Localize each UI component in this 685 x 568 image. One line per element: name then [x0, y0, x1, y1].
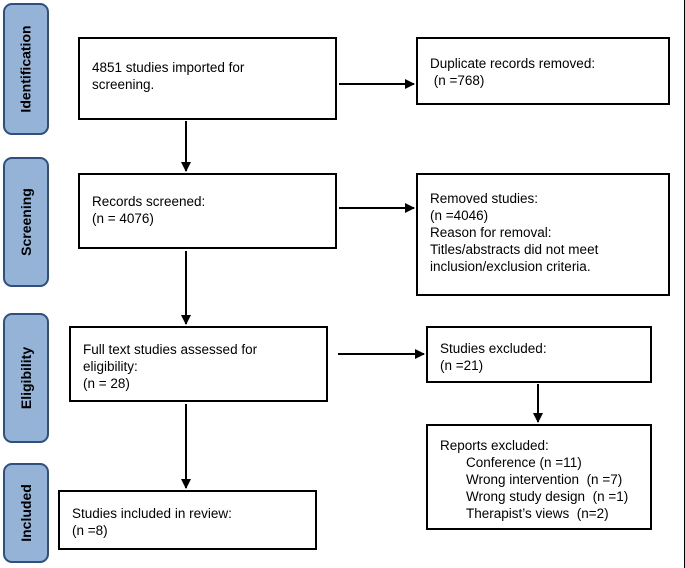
reports-excluded-item: Wrong intervention (n =7) [466, 472, 623, 487]
excluded-line: Studies excluded: [440, 341, 547, 356]
removed-line: Titles/abstracts did not meet [430, 242, 599, 257]
screened-line: (n = 4076) [92, 211, 154, 226]
included-line: Studies included in review: [72, 506, 232, 521]
screened-line: Records screened: [92, 194, 206, 209]
duplicates-line: (n =768) [430, 73, 485, 88]
removed-box: Removed studies: (n =4046) Reason for re… [416, 173, 670, 296]
reports-excluded-item: Therapist’s views (n=2) [466, 506, 609, 521]
removed-line: (n =4046) [430, 208, 489, 223]
fulltext-line: Full text studies assessed for [83, 342, 258, 357]
phase-included: Included [3, 463, 49, 563]
imported-box: 4851 studies imported for screening. [78, 37, 337, 120]
included-line: (n =8) [72, 523, 108, 538]
imported-line: 4851 studies imported for [92, 60, 245, 75]
fulltext-line: (n = 28) [83, 376, 130, 391]
reports-excluded-box: Reports excluded: Conference (n =11) Wro… [426, 424, 652, 530]
duplicates-line: Duplicate records removed: [430, 56, 596, 71]
screened-box: Records screened: (n = 4076) [78, 173, 337, 249]
included-box: Studies included in review: (n =8) [58, 490, 317, 550]
imported-line: screening. [92, 77, 155, 92]
excluded-line: (n =21) [440, 358, 484, 373]
reports-excluded-item: Conference (n =11) [466, 455, 582, 470]
reports-excluded-heading: Reports excluded: [440, 438, 549, 453]
phase-identification: Identification [3, 3, 49, 135]
fulltext-line: eligibility: [83, 359, 138, 374]
duplicates-box: Duplicate records removed: (n =768) [416, 37, 670, 105]
fulltext-box: Full text studies assessed for eligibili… [69, 326, 328, 402]
removed-line: Reason for removal: [430, 225, 552, 240]
removed-line: Removed studies: [430, 191, 539, 206]
phase-eligibility: Eligibility [3, 313, 49, 443]
phase-screening: Screening [3, 157, 49, 287]
reports-excluded-item: Wrong study design (n =1) [466, 489, 629, 504]
excluded-box: Studies excluded: (n =21) [426, 326, 652, 383]
removed-line: inclusion/exclusion criteria. [430, 259, 591, 274]
